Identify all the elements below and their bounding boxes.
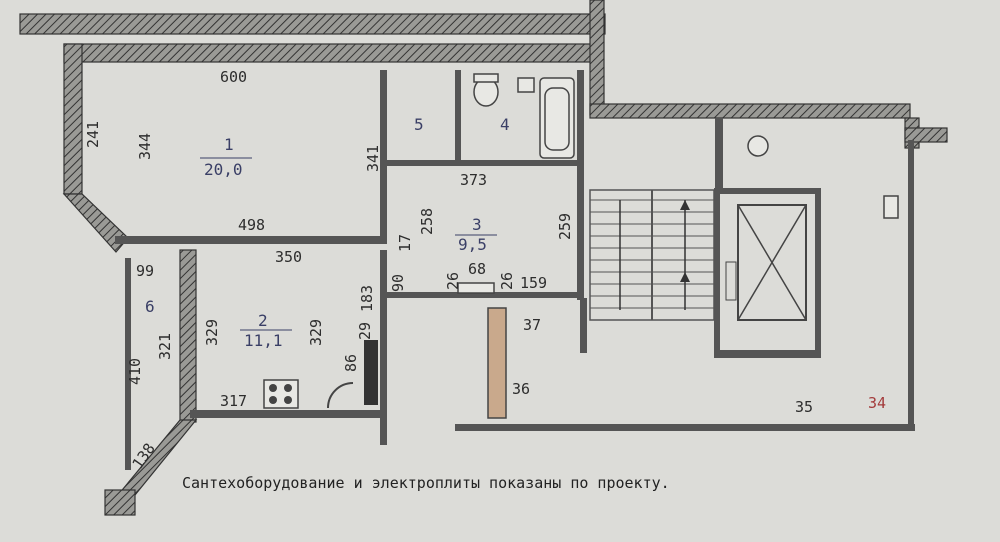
dim-341: 341 (364, 145, 382, 172)
dim-34: 34 (868, 394, 886, 412)
room-1-number: 1 (224, 135, 234, 154)
dim-35: 35 (795, 398, 813, 416)
dim-36: 36 (512, 380, 530, 398)
dim-26-left: 26 (444, 272, 462, 290)
dim-329-right: 329 (307, 319, 325, 346)
dim-373: 373 (460, 171, 487, 189)
room-2-area: 11,1 (244, 331, 283, 350)
plan-caption: Сантехоборудование и электроплиты показа… (182, 474, 670, 492)
dim-37: 37 (523, 316, 541, 334)
dim-258: 258 (418, 208, 436, 235)
bathroom-fixtures (263, 73, 899, 409)
dim-99: 99 (136, 262, 154, 280)
interior-walls (115, 70, 915, 470)
elevator-shaft (725, 204, 807, 321)
dim-159: 159 (520, 274, 547, 292)
dim-183: 183 (358, 285, 376, 312)
dim-344: 344 (136, 133, 154, 160)
dim-317: 317 (220, 392, 247, 410)
room-5-number: 5 (414, 115, 424, 134)
dim-86: 86 (342, 354, 360, 372)
dim-90: 90 (389, 274, 407, 292)
dim-26-right: 26 (498, 272, 516, 290)
exterior-walls (19, 0, 948, 516)
staircase (589, 189, 715, 321)
room-3-area: 9,5 (458, 235, 487, 254)
dim-259: 259 (556, 213, 574, 240)
dim-17: 17 (396, 234, 414, 252)
dim-350: 350 (275, 248, 302, 266)
room-4-number: 4 (500, 115, 510, 134)
dim-321: 321 (156, 333, 174, 360)
room-1-area: 20,0 (204, 160, 243, 179)
room-2-number: 2 (258, 311, 268, 330)
room-3-number: 3 (472, 215, 482, 234)
dim-329-left: 329 (203, 319, 221, 346)
dim-600: 600 (220, 68, 247, 86)
dim-410: 410 (126, 358, 144, 385)
dim-498: 498 (238, 216, 265, 234)
dim-241: 241 (84, 121, 102, 148)
dim-68: 68 (468, 260, 486, 278)
dim-29: 29 (356, 322, 374, 340)
room-6-number: 6 (145, 297, 155, 316)
